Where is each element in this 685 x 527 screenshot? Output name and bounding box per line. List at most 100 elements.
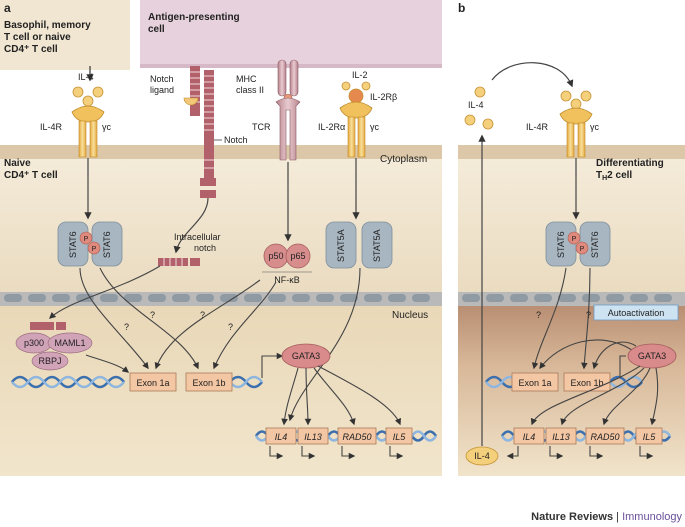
basophil-label-2: T cell or naive [4,32,71,43]
il4r-receptor-b [559,107,593,158]
il2ra-label: IL-2Rα [318,122,345,132]
gene-il5-box-a [385,427,413,445]
intracellular-notch-label-2: notch [194,243,216,253]
il4-ligands-b [464,86,494,130]
il4r-receptor-a [71,105,105,158]
notch-ligand [183,66,200,116]
stat5a-label-left: STAT5A [336,229,346,262]
gata3-label-b: GATA3 [638,351,666,361]
rbpj-label: RBPJ [38,356,61,366]
panel-a-letter: a [4,1,11,15]
gamma-c-label-a1: γc [102,122,112,132]
exon-1a-label-b: Exon 1a [518,378,551,388]
il4-ligands-a [72,86,104,107]
il4-ligands-bound-b [560,90,592,110]
notch-receptor [200,70,216,198]
gata3-label-a: GATA3 [292,351,320,361]
il4r-label-b: IL-4R [526,122,549,132]
stat6-dimer-b: P P STAT6 STAT6 [545,221,611,267]
journal-section: Immunology [622,511,682,523]
svg-text:P: P [580,246,585,253]
notch-label: Notch [224,135,248,145]
svg-text:P: P [572,236,577,243]
exon-1b-a [185,372,233,392]
stat6-label-left-b: STAT6 [556,231,566,258]
gata3-b [627,343,677,369]
notch-transcription-complex: p300 MAML1 RBPJ [15,322,93,371]
il2rb-label: IL-2Rβ [370,92,397,102]
nuclear-pores-b [462,294,672,302]
exon-1a-b [511,372,559,392]
stat5a-dimer: STAT5A STAT5A [325,221,393,269]
tcr-label: TCR [252,122,271,132]
journal-name: Nature Reviews [531,511,613,523]
gene-il4-label-b: IL4 [523,432,536,442]
maml1-label: MAML1 [54,338,85,348]
il2r-receptor [339,101,373,158]
il2-label: IL-2 [352,70,368,80]
p300-label: p300 [24,338,44,348]
question-mark-b1: ? [536,310,541,320]
panel-b: b IL-4 IL-4R γc Differentiating TH2 cell [458,1,685,476]
tcr [275,97,301,161]
differentiating-label-1: Differentiating [596,158,664,169]
gene-il5-box-b [635,427,663,445]
gene-il13-box-a [297,427,329,445]
mhc-label-2: class II [236,85,264,95]
question-mark-b2: ? [586,310,591,320]
question-mark-a3: ? [200,310,205,320]
naive-label-2: CD4⁺ T cell [4,170,58,181]
gene-il13-box-b [545,427,577,445]
gene-il5-label-a: IL5 [393,432,407,442]
panel-b-letter: b [458,1,465,15]
il2-ligands [341,81,371,104]
panel-a: a Basophil, memory T cell or naive CD4⁺ … [0,0,442,476]
gene-il5-label-b: IL5 [643,432,657,442]
autoactivation-box [593,304,679,321]
gene-rad50-box-b [585,427,625,445]
svg-text:P: P [84,236,89,243]
gene-rad50-label-a: RAD50 [342,432,371,442]
notch-ligand-label-2: ligand [150,85,174,95]
notch-ligand-label-1: Notch [150,74,174,84]
nfkb-complex: p50 p65 NF-κB [262,243,312,285]
exon-1b-label-b: Exon 1b [570,378,603,388]
intracellular-notch [158,258,200,266]
apc-label-1: Antigen-presenting [148,12,240,23]
basophil-label-1: Basophil, memory [4,20,91,31]
naive-label-1: Naive [4,158,31,169]
gene-rad50-box-a [337,427,377,445]
stat6-label-right-a: STAT6 [102,231,112,258]
gene-il4-box-a [265,427,297,445]
question-mark-a4: ? [228,322,233,332]
question-mark-a2: ? [150,310,155,320]
mhc-label-1: MHC [236,74,257,84]
gene-il13-label-a: IL13 [304,432,322,442]
apc-label-2: cell [148,24,165,35]
intracellular-notch-label-1: Intracellular [174,232,221,242]
gamma-c-label-b: γc [590,122,600,132]
gamma-c-label-a2: γc [370,122,380,132]
il4-secreted-label: IL-4 [474,451,490,461]
stat5a-label-right: STAT5A [372,229,382,262]
stat6-label-left-a: STAT6 [68,231,78,258]
il4r-label-a: IL-4R [40,122,63,132]
stat6-label-right-b: STAT6 [590,231,600,258]
svg-text:P: P [92,246,97,253]
nucleus-label: Nucleus [392,310,428,321]
apc-region [140,0,442,68]
il4-label-a: IL-4 [78,72,94,82]
differentiating-label-2: TH2 cell [596,170,632,182]
exon-1a-a [129,372,177,392]
p65-label: p65 [290,251,305,261]
gene-il4-label-a: IL4 [275,432,288,442]
gene-il4-box-b [513,427,545,445]
exon-1b-label-a: Exon 1b [192,378,225,388]
stat6-dimer-a: P P STAT6 STAT6 [57,221,123,267]
nfkb-label: NF-κB [274,275,300,285]
gene-rad50-label-b: RAD50 [590,432,619,442]
dna-strand-a1 [10,375,264,389]
cell-membrane-a [0,145,442,159]
basophil-cell-region [0,0,130,70]
